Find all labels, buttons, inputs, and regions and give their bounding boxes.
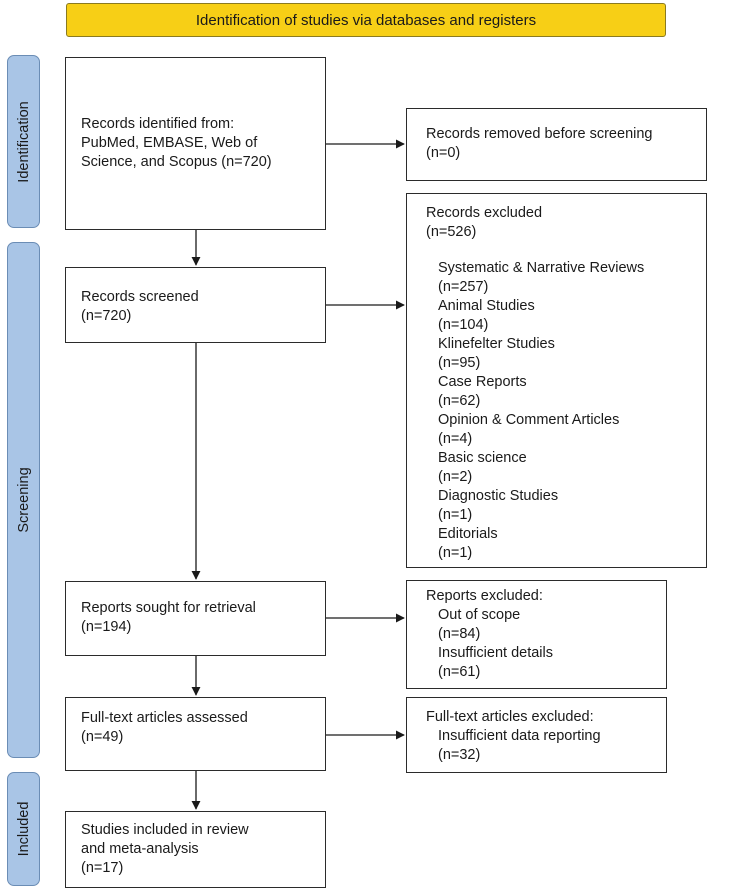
reports-sought-line-1: Reports sought for retrieval	[81, 600, 256, 616]
excluded-item-label: Basic science	[438, 450, 527, 466]
reports-sought-line-2: (n=194)	[81, 619, 132, 635]
excluded-item-count: (n=4)	[438, 431, 473, 447]
excluded-item-count: (n=257)	[438, 279, 489, 295]
reports-excluded-item-label: Insufficient details	[438, 645, 553, 661]
records-identified-line-2: PubMed, EMBASE, Web of	[81, 135, 258, 151]
records-screened-line-1: Records screened	[81, 289, 199, 305]
records-excluded-box: Records excluded (n=526) Systematic & Na…	[406, 193, 707, 568]
excluded-item-label: Opinion & Comment Articles	[438, 412, 620, 428]
excluded-item-label: Klinefelter Studies	[438, 336, 555, 352]
excluded-item-count: (n=104)	[438, 317, 489, 333]
excluded-item-count: (n=1)	[438, 545, 473, 561]
excluded-item-count: (n=2)	[438, 469, 473, 485]
fulltext-assessed-line-2: (n=49)	[81, 729, 124, 745]
reports-excluded-item-count: (n=61)	[438, 664, 481, 680]
fulltext-excluded-box: Full-text articles excluded: Insufficien…	[406, 697, 667, 773]
stage-included: Included	[7, 772, 40, 886]
fulltext-assessed-line-1: Full-text articles assessed	[81, 710, 248, 726]
records-identified-line-1: Records identified from:	[81, 116, 235, 132]
studies-included-line-2: and meta-analysis	[81, 841, 199, 857]
fulltext-excluded-item-count: (n=32)	[438, 747, 481, 763]
flow-header: Identification of studies via databases …	[66, 3, 666, 37]
excluded-item-label: Case Reports	[438, 374, 527, 390]
records-identified-box: Records identified from: PubMed, EMBASE,…	[65, 57, 326, 230]
studies-included-line-1: Studies included in review	[81, 822, 249, 838]
reports-excluded-box: Reports excluded: Out of scope (n=84) In…	[406, 580, 667, 689]
records-removed-line-1: Records removed before screening	[426, 126, 653, 142]
reports-excluded-title: Reports excluded:	[426, 588, 543, 604]
records-removed-box: Records removed before screening (n=0)	[406, 108, 707, 181]
stage-screening: Screening	[7, 242, 40, 758]
records-removed-line-2: (n=0)	[426, 145, 461, 161]
excluded-item-label: Systematic & Narrative Reviews	[438, 260, 645, 276]
reports-excluded-item-count: (n=84)	[438, 626, 481, 642]
reports-excluded-item-label: Out of scope	[438, 607, 521, 623]
records-excluded-count: (n=526)	[426, 224, 477, 240]
studies-included-line-3: (n=17)	[81, 860, 124, 876]
fulltext-excluded-item-label: Insufficient data reporting	[438, 728, 601, 744]
excluded-item-label: Editorials	[438, 526, 498, 542]
reports-sought-box: Reports sought for retrieval (n=194)	[65, 581, 326, 656]
fulltext-assessed-box: Full-text articles assessed (n=49)	[65, 697, 326, 771]
excluded-item-count: (n=62)	[438, 393, 481, 409]
excluded-item-count: (n=95)	[438, 355, 481, 371]
excluded-item-label: Diagnostic Studies	[438, 488, 559, 504]
records-excluded-title: Records excluded	[426, 205, 543, 221]
stage-identification: Identification	[7, 55, 40, 228]
studies-included-box: Studies included in review and meta-anal…	[65, 811, 326, 888]
fulltext-excluded-title: Full-text articles excluded:	[426, 709, 594, 725]
records-identified-line-3: Science, and Scopus (n=720)	[81, 154, 272, 170]
excluded-item-label: Animal Studies	[438, 298, 535, 314]
excluded-item-count: (n=1)	[438, 507, 473, 523]
records-screened-box: Records screened (n=720)	[65, 267, 326, 343]
records-screened-line-2: (n=720)	[81, 308, 132, 324]
